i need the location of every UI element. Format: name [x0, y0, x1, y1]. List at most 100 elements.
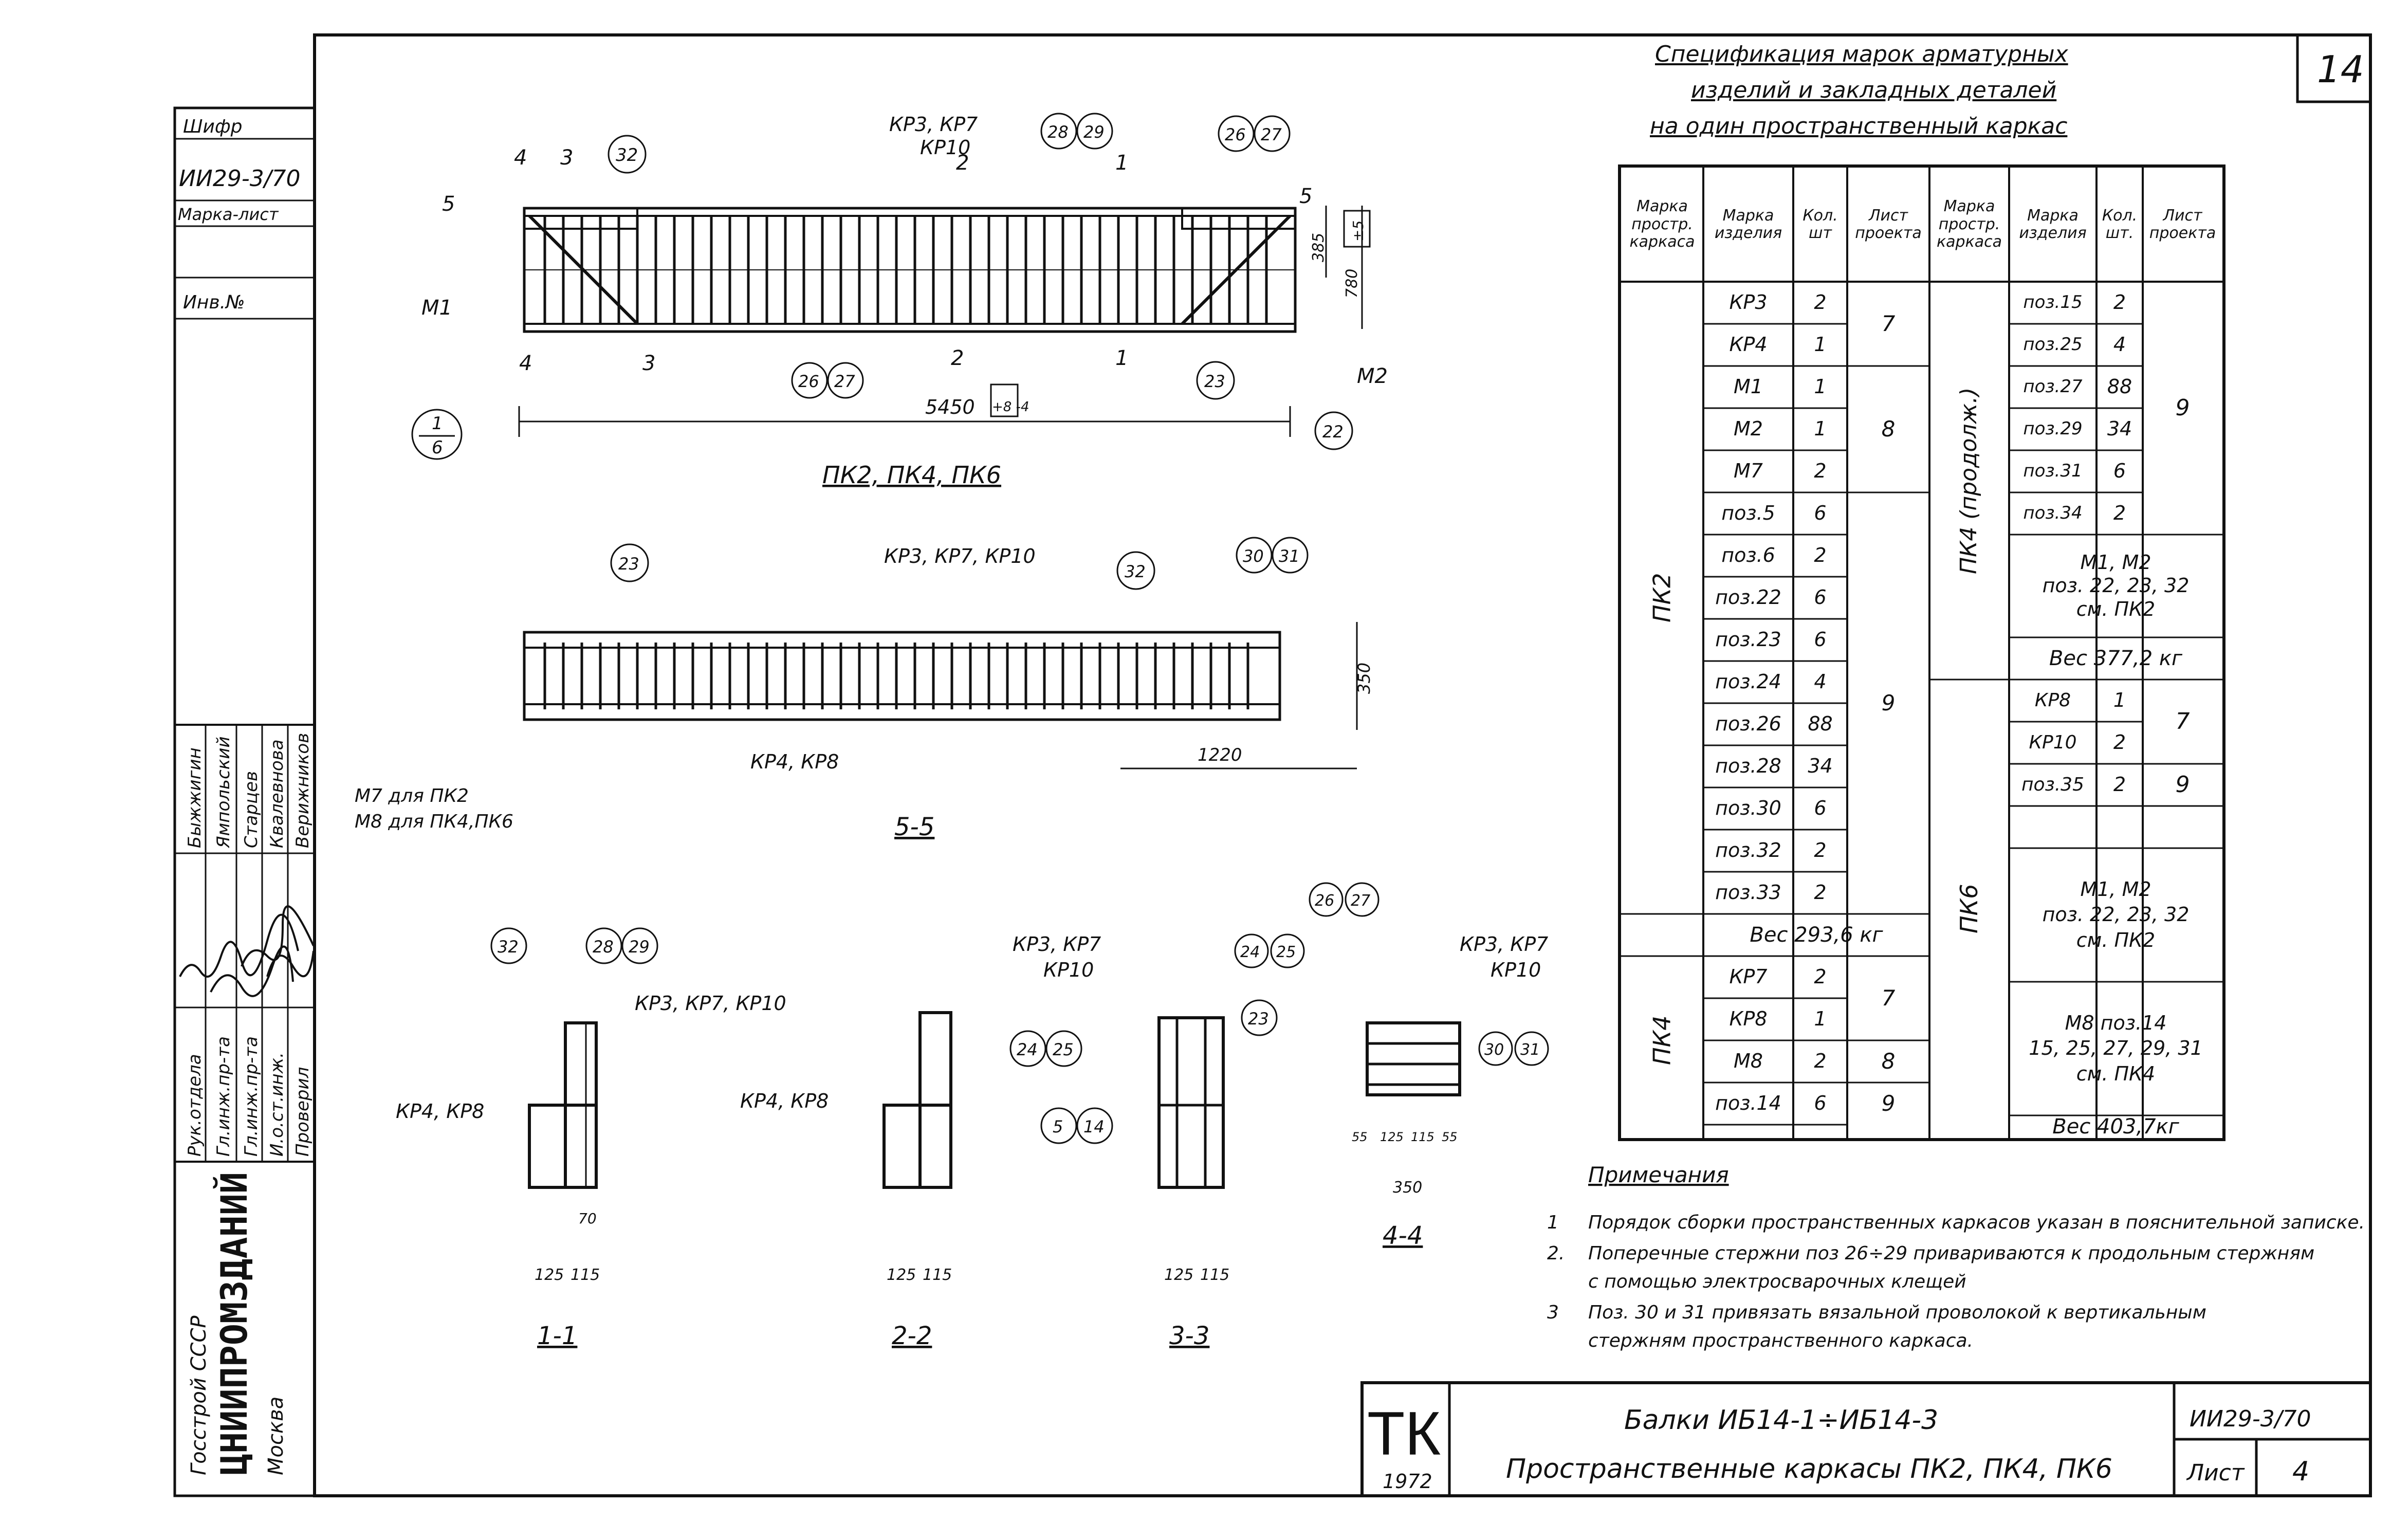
spec-pk4-mark: КР8 — [1729, 1007, 1768, 1031]
section-2-2: КР3, КР7 КР10 КР4, КР8 125 115 2-2 — [740, 933, 1101, 1350]
label-m8: М8 для ПК4,ПК6 — [355, 811, 513, 832]
spec-note-line: М1, М2 — [2080, 877, 2151, 901]
spec-pk6-weight: Вес 403,7кг — [2052, 1115, 2179, 1139]
note-2-text-1: Поперечные стержни поз 26÷29 приваривают… — [1588, 1243, 2314, 1264]
s1-dim-115: 115 — [571, 1266, 600, 1284]
stamp-tk: ТК — [1367, 1399, 1441, 1468]
length-dim: 5450 — [925, 396, 975, 418]
label-m7: М7 для ПК2 — [355, 785, 469, 806]
callout-23-plan: 23 — [618, 554, 639, 574]
spec-pk2-mark: поз.30 — [1715, 797, 1781, 820]
section-1-caption: 1-1 — [537, 1322, 577, 1350]
sig-role-1: Рук.отдела — [185, 1054, 205, 1157]
spec-pk2-qty: 2 — [1814, 544, 1827, 567]
section-mark-1-top: 1 — [1115, 151, 1128, 175]
notes-title: Примечания — [1588, 1162, 1729, 1187]
spec-pk4c-mark: поз.27 — [2023, 376, 2083, 397]
spec-pk4-sheet-8: 8 — [1881, 1048, 1896, 1074]
spec-pk2-qty: 4 — [1814, 670, 1827, 693]
section-3-caption: 3-3 — [1169, 1322, 1209, 1350]
dim-385: 385 — [1310, 233, 1328, 262]
s4-callout-25: 25 — [1276, 943, 1296, 961]
spec-header-7: Лист проекта — [2149, 206, 2216, 242]
spec-note-line: М8 поз.14 — [2065, 1011, 2167, 1034]
s1-dim-70: 70 — [578, 1210, 597, 1227]
callout-32-elev: 32 — [616, 145, 638, 166]
sig-name-5: Верижников — [292, 733, 313, 848]
spec-note-line: поз. 22, 23, 32 — [2042, 903, 2190, 926]
spec-pk4-mark: поз.14 — [1715, 1092, 1781, 1115]
spec-pk2-mark: КР4 — [1729, 333, 1768, 356]
sig-role-5: Проверил — [292, 1067, 313, 1157]
s3-dim-125: 125 — [1164, 1266, 1193, 1284]
s3-callout-25: 25 — [1053, 1040, 1074, 1059]
spec-pk6-sheet-9: 9 — [2175, 771, 2190, 798]
section-mark-5-left: 5 — [442, 192, 455, 216]
s1-label-kr: КР3, КР7, КР10 — [635, 992, 786, 1015]
s3-callout-14: 14 — [1083, 1117, 1105, 1136]
section-4-caption: 4-4 — [1383, 1221, 1423, 1250]
signature-roles: Рук.отдела Гл.инж.пр-та Гл.инж.пр-та И.о… — [185, 1036, 313, 1157]
spec-pk2-mark: поз.22 — [1715, 586, 1781, 609]
section-mark-4-top: 4 — [514, 146, 527, 170]
note-3-text-1: Поз. 30 и 31 привязать вязальной проволо… — [1588, 1302, 2206, 1323]
spec-title-3: на один пространственный каркас — [1650, 113, 2068, 139]
spec-pk4c-mark: поз.29 — [2023, 418, 2083, 439]
sig-role-3: Гл.инж.пр-та — [241, 1036, 262, 1157]
section-mark-4-bot: 4 — [519, 352, 532, 375]
section-mark-2-bot: 2 — [951, 346, 964, 370]
title-sheet-label: Лист — [2186, 1460, 2245, 1486]
s2-label-kr10: КР10 — [1043, 959, 1094, 981]
note-2-text-2: с помощью электросварочных клещей — [1588, 1271, 1966, 1292]
spec-pk2-qty: 2 — [1814, 839, 1827, 862]
s4-dim-125: 125 — [1380, 1130, 1404, 1144]
label-kr3-kr7-elev: КР3, КР7 — [889, 113, 978, 136]
stamp-year: 1972 — [1383, 1470, 1432, 1493]
spec-pk4c-mark: поз.34 — [2023, 503, 2083, 524]
s1-callout-28: 28 — [593, 937, 614, 957]
sig-name-1: Быжжигин — [185, 747, 205, 848]
mark-sheet-label: Марка-лист — [178, 205, 279, 224]
s2-dim-115: 115 — [923, 1266, 952, 1284]
cipher-label: Шифр — [183, 116, 243, 137]
s3-callout-24: 24 — [1017, 1040, 1038, 1059]
spec-pk2-qty: 2 — [1814, 291, 1827, 314]
spec-pk2-label: ПК2 — [1648, 573, 1676, 623]
elevation-drawing: 5450 +8 -4 385 780 ±5 КР3, КР7 КР10 М1 М… — [411, 113, 1388, 489]
sig-name-2: Ямпольский — [213, 737, 234, 849]
spec-pk2-qty: 2 — [1814, 460, 1827, 483]
detail-ref-bottom: 6 — [432, 437, 443, 458]
dim-350-plan: 350 — [1354, 663, 1374, 694]
s1-callout-32: 32 — [498, 937, 519, 957]
spec-pk2-qty: 1 — [1814, 375, 1827, 398]
plan-caption: 5-5 — [894, 813, 934, 841]
spec-pk4-qty: 6 — [1814, 1092, 1827, 1115]
spec-title-1: Спецификация марок арматурных — [1655, 41, 2068, 67]
spec-header-4: Марка простр. каркаса — [1937, 197, 2002, 251]
spec-note-line: 15, 25, 27, 29, 31 — [2029, 1037, 2203, 1060]
s2-label-kr3: КР3, КР7 — [1013, 933, 1101, 956]
spec-header-1: Марка изделия — [1714, 206, 1782, 242]
section-1-1: КР3, КР7, КР10 КР4, КР8 125 115 70 32 28… — [396, 927, 786, 1350]
note-3-number: 3 — [1547, 1302, 1559, 1323]
note-3-text-2: стержням пространственного каркаса. — [1588, 1330, 1973, 1351]
spec-pk6-mark: КР10 — [2029, 732, 2077, 754]
s4-callout-27: 27 — [1351, 892, 1370, 910]
org-gosstroy: Госстрой СССР — [187, 1315, 211, 1475]
spec-header-6: Кол. шт. — [2102, 206, 2138, 242]
spec-pk2-qty: 2 — [1814, 881, 1827, 904]
spec-pk4c-mark: поз.31 — [2023, 461, 2083, 482]
spec-pk2-sheet-7: 7 — [1881, 310, 1896, 336]
s3-callout-5: 5 — [1053, 1117, 1063, 1136]
spec-pk6-mark: КР8 — [2034, 690, 2071, 711]
dim-1220: 1220 — [1198, 745, 1242, 765]
s4-callout-26: 26 — [1315, 892, 1334, 910]
callout-22-elev: 22 — [1322, 422, 1344, 442]
s1-label-kr4: КР4, КР8 — [396, 1100, 484, 1123]
elevation-caption: ПК2, ПК4, ПК6 — [822, 461, 1001, 489]
title-block: ТК 1972 Балки ИБ14-1÷ИБ14-3 Пространстве… — [1360, 1381, 2372, 1497]
label-kr4-kr8-plan: КР4, КР8 — [750, 750, 839, 773]
